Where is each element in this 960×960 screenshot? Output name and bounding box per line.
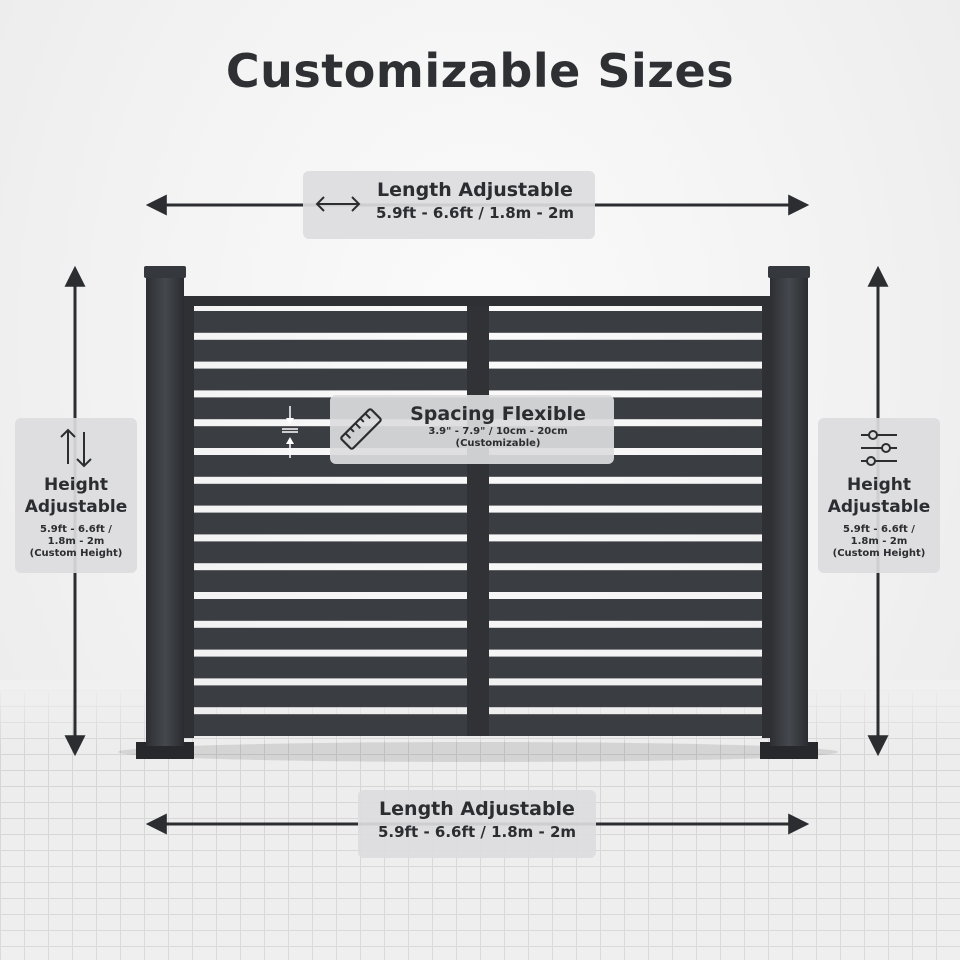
- length-label-top: Length Adjustable 5.9ft - 6.6ft / 1.8m -…: [303, 171, 595, 239]
- fence-left-channel: [183, 300, 194, 738]
- height-right-range-1: 5.9ft - 6.6ft /: [843, 524, 915, 535]
- fence-slats: [192, 311, 764, 736]
- height-left-range-1: 5.9ft - 6.6ft /: [40, 524, 112, 535]
- fence-center-post: [467, 306, 489, 736]
- page-title: Customizable Sizes: [225, 44, 735, 98]
- height-right-range-3: (Custom Height): [832, 548, 926, 559]
- height-label-left: Height Adjustable 5.9ft - 6.6ft / 1.8m -…: [15, 418, 137, 573]
- spacing-note: (Customizable): [455, 438, 541, 449]
- height-left-heading-1: Height: [44, 475, 108, 495]
- height-label-right: Height Adjustable 5.9ft - 6.6ft / 1.8m -…: [818, 418, 940, 573]
- fence-post-left: [136, 266, 194, 759]
- fence-post-right: [760, 266, 818, 759]
- length-top-range: 5.9ft - 6.6ft / 1.8m - 2m: [375, 204, 575, 222]
- fence-right-channel: [762, 300, 773, 738]
- length-label-bottom: Length Adjustable 5.9ft - 6.6ft / 1.8m -…: [358, 790, 596, 858]
- sliders-icon: [861, 430, 897, 466]
- spacing-label: Spacing Flexible 3.9" - 7.9" / 10cm - 20…: [330, 395, 614, 464]
- height-left-range-2: 1.8m - 2m: [47, 536, 105, 547]
- length-top-heading: Length Adjustable: [377, 179, 573, 201]
- spacing-indicator: [282, 406, 298, 458]
- double-arrow-horizontal-icon: [315, 196, 361, 212]
- spacing-range: 3.9" - 7.9" / 10cm - 20cm: [428, 426, 568, 437]
- height-right-range-2: 1.8m - 2m: [850, 536, 908, 547]
- length-bottom-range: 5.9ft - 6.6ft / 1.8m - 2m: [377, 823, 577, 841]
- height-right-heading-2: Adjustable: [827, 497, 931, 517]
- height-left-range-3: (Custom Height): [29, 548, 123, 559]
- height-left-heading-2: Adjustable: [24, 497, 128, 517]
- fence-top-rail: [183, 296, 773, 306]
- ruler-icon: [340, 408, 382, 450]
- spacing-heading: Spacing Flexible: [410, 403, 586, 425]
- up-down-arrows-icon: [60, 428, 92, 468]
- height-right-heading-1: Height: [847, 475, 911, 495]
- length-bottom-heading: Length Adjustable: [379, 798, 575, 820]
